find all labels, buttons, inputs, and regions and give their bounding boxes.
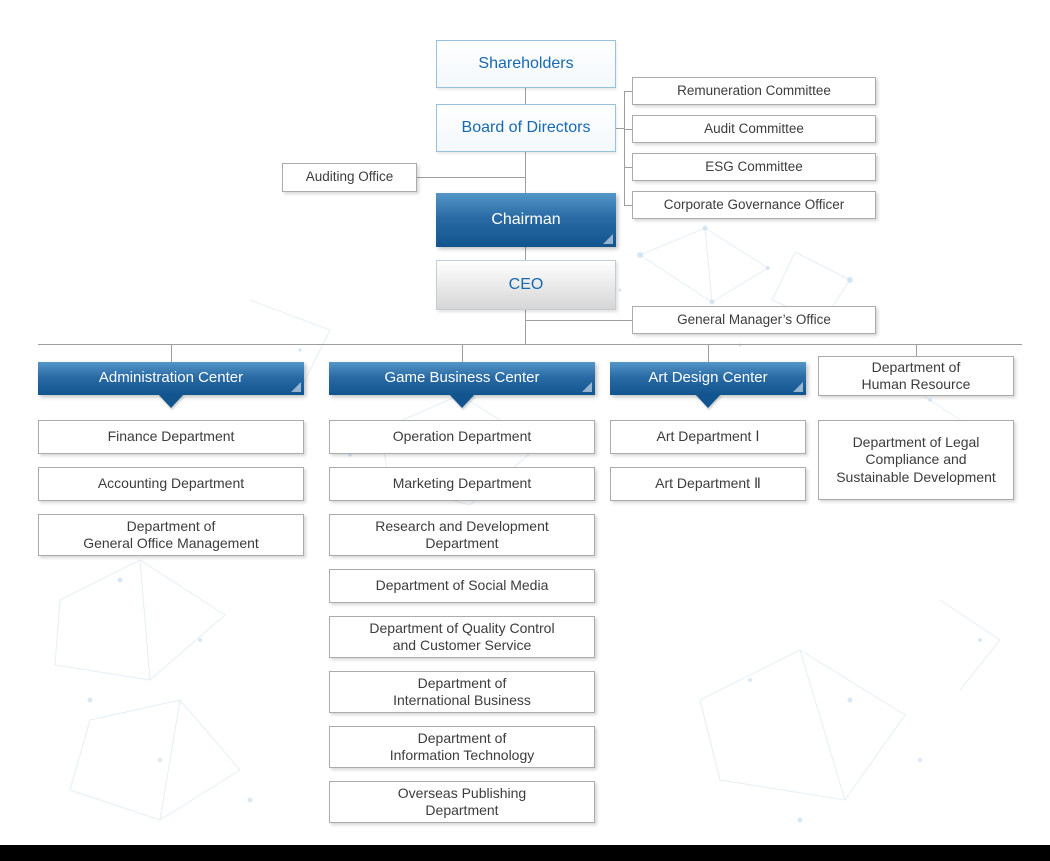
- corner-fold-icon: [603, 234, 613, 244]
- corner-fold-icon: [793, 382, 803, 392]
- department-box: Art Department Ⅰ: [610, 420, 806, 454]
- board-of-directors-box: Board of Directors: [436, 104, 616, 152]
- chairman-label: Chairman: [491, 211, 561, 228]
- corner-fold-icon: [291, 382, 301, 392]
- connector-line: [624, 129, 632, 130]
- department-box: Research and Development Department: [329, 514, 595, 556]
- connector-line: [525, 247, 526, 260]
- department-box: Department of Social Media: [329, 569, 595, 603]
- department-box: Department of International Business: [329, 671, 595, 713]
- department-box: Department of Quality Control and Custom…: [329, 616, 595, 658]
- department-box: Overseas Publishing Department: [329, 781, 595, 823]
- column-header-administration-center[interactable]: Administration Center: [38, 362, 304, 395]
- down-arrow-icon: [449, 394, 475, 408]
- connector-line: [624, 91, 625, 205]
- column-header-art-design-center[interactable]: Art Design Center: [610, 362, 806, 395]
- connector-line: [525, 310, 526, 344]
- department-box: Marketing Department: [329, 467, 595, 501]
- department-box: Department of Legal Compliance and Susta…: [818, 420, 1014, 500]
- department-box: Department of Human Resource: [818, 356, 1014, 396]
- connector-line: [624, 205, 632, 206]
- column-header-label: Game Business Center: [384, 369, 540, 387]
- audit-committee-box: Audit Committee: [632, 115, 876, 143]
- department-box: Accounting Department: [38, 467, 304, 501]
- department-box: Department of General Office Management: [38, 514, 304, 556]
- connector-line: [171, 344, 172, 362]
- connector-line: [624, 167, 632, 168]
- esg-committee-box: ESG Committee: [632, 153, 876, 181]
- down-arrow-icon: [695, 394, 721, 408]
- corporate-governance-officer-box: Corporate Governance Officer: [632, 191, 876, 219]
- department-box: Department of Information Technology: [329, 726, 595, 768]
- department-box: Operation Department: [329, 420, 595, 454]
- shareholders-box: Shareholders: [436, 40, 616, 88]
- column-header-label: Administration Center: [98, 369, 244, 387]
- department-box: Art Department Ⅱ: [610, 467, 806, 501]
- connector-line: [525, 320, 632, 321]
- connector-line: [916, 344, 917, 356]
- remuneration-committee-box: Remuneration Committee: [632, 77, 876, 105]
- connector-line: [708, 344, 709, 362]
- connector-line: [616, 128, 624, 129]
- column-header-label: Art Design Center: [648, 369, 768, 387]
- column-header-game-business-center[interactable]: Game Business Center: [329, 362, 595, 395]
- connector-line: [417, 177, 525, 178]
- connector-line: [462, 344, 463, 362]
- corner-fold-icon: [582, 382, 592, 392]
- general-managers-office-box: General Manager’s Office: [632, 306, 876, 334]
- chairman-box[interactable]: Chairman: [436, 193, 616, 247]
- bottom-bar: [0, 845, 1050, 861]
- auditing-office-box: Auditing Office: [282, 163, 417, 192]
- department-box: Finance Department: [38, 420, 304, 454]
- ceo-box: CEO: [436, 260, 616, 310]
- connector-line: [525, 88, 526, 104]
- down-arrow-icon: [158, 394, 184, 408]
- connector-line: [624, 91, 632, 92]
- main-branch-line: [38, 344, 1022, 345]
- connector-line: [525, 152, 526, 193]
